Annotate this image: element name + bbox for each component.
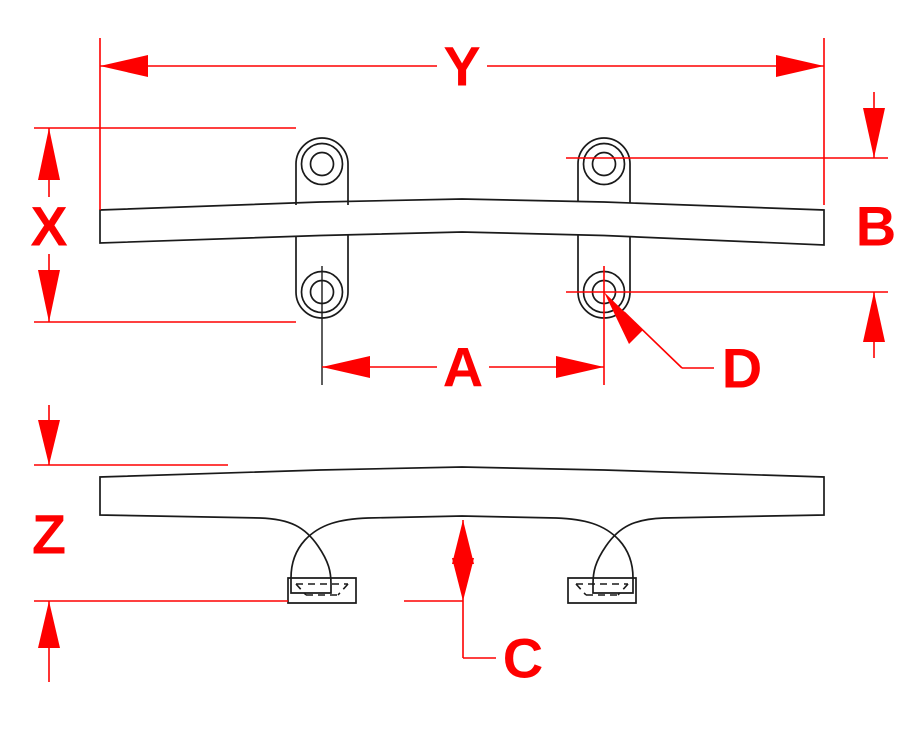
dimension-X-label: X xyxy=(30,195,67,258)
dimension-D: D xyxy=(604,292,762,400)
side-view-body-outline xyxy=(99,466,825,594)
dimension-Y-arrowhead-left xyxy=(100,55,148,77)
lug-upper-right-hole-circle xyxy=(591,151,617,177)
base-pad-right-outline xyxy=(567,577,637,604)
lug-upper-left-hole-circle xyxy=(309,151,335,177)
dimension-D-label: D xyxy=(722,337,762,400)
dimension-X-arrowhead-top xyxy=(38,128,60,180)
dimension-B-arrowhead-top xyxy=(863,108,885,158)
lug-upper-right-outline xyxy=(577,137,631,203)
base-pad-left xyxy=(287,577,357,604)
dimension-Y: Y xyxy=(99,35,825,210)
dimension-C-arrowhead-bottom xyxy=(452,558,474,601)
dimension-B: B xyxy=(566,92,896,358)
dimension-C-arrowhead-top xyxy=(452,520,474,564)
dimension-X: X xyxy=(30,127,296,323)
base-pad-right-countersink-hidden-right xyxy=(617,583,629,596)
dimension-D-arrowhead xyxy=(604,292,643,344)
dimension-A-arrowhead-right xyxy=(556,356,604,378)
base-pad-left-countersink-hidden-left xyxy=(295,583,307,596)
lug-upper-left-boss-circle xyxy=(300,142,344,186)
lug-upper-right-boss-circle xyxy=(582,142,626,186)
dimension-A-arrowhead-left xyxy=(322,356,370,378)
base-pad-right xyxy=(567,577,637,604)
dimension-C: C xyxy=(404,520,543,690)
dimension-Y-label: Y xyxy=(443,35,480,98)
lug-lower-left xyxy=(295,235,349,385)
dimension-Y-arrowhead-right xyxy=(776,55,824,77)
dimension-Z-arrowhead-top xyxy=(38,420,60,465)
dimension-B-label: B xyxy=(856,195,896,258)
dimension-B-arrowhead-bottom xyxy=(863,292,885,342)
lug-upper-right xyxy=(577,137,631,203)
base-pad-left-countersink-hidden-right xyxy=(337,583,349,596)
dimension-Z-arrowhead-bottom xyxy=(38,601,60,648)
side-view-geometry xyxy=(99,466,825,604)
top-view-body-outline xyxy=(99,198,825,246)
base-pad-left-outline xyxy=(287,577,357,604)
dimension-A: A xyxy=(322,336,604,399)
lug-upper-left-outline xyxy=(295,137,349,205)
dimension-X-arrowhead-bottom xyxy=(38,270,60,322)
dimension-A-label: A xyxy=(443,336,483,399)
lug-upper-left xyxy=(295,137,349,205)
dimension-Z: Z xyxy=(32,405,288,682)
dimension-Z-label: Z xyxy=(32,503,66,566)
dimension-C-label: C xyxy=(503,627,543,690)
base-pad-right-countersink-hidden-left xyxy=(575,583,587,596)
